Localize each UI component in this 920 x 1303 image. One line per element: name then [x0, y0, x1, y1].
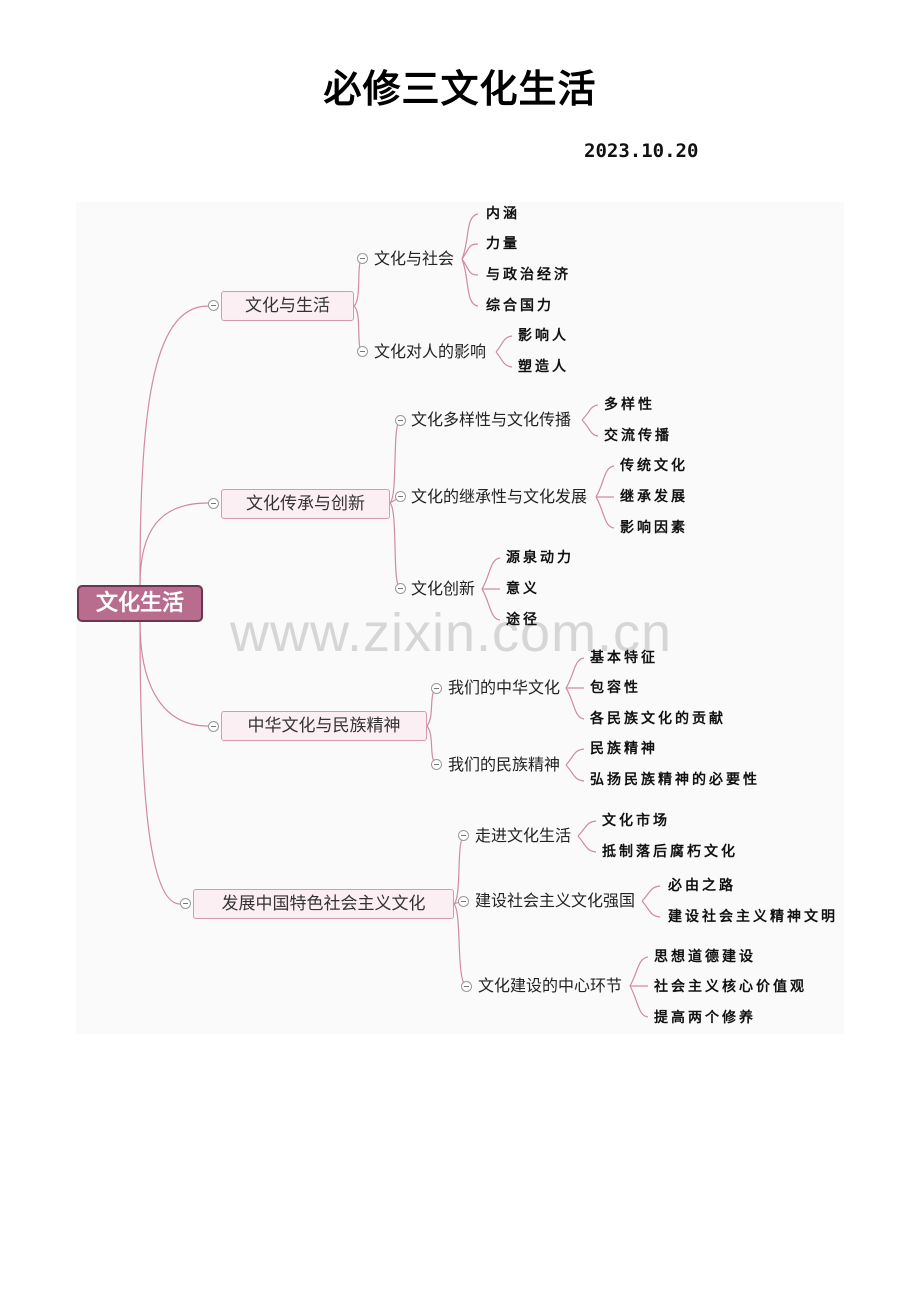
leaf-node: 内涵 [486, 206, 520, 222]
leaf-node: 弘扬民族精神的必要性 [590, 772, 760, 788]
leaf-node: 继承发展 [620, 489, 688, 505]
collapse-icon[interactable] [431, 683, 442, 694]
collapse-icon[interactable] [458, 830, 469, 841]
subtopic-node[interactable]: 走进文化生活 [475, 826, 572, 845]
leaf-node: 途径 [506, 612, 540, 628]
document-title: 必修三文化生活 [323, 67, 597, 111]
collapse-icon[interactable] [208, 721, 219, 732]
subtopic-node[interactable]: 文化对人的影响 [374, 342, 487, 361]
leaf-node: 必由之路 [668, 878, 736, 894]
collapse-icon[interactable] [458, 896, 469, 907]
collapse-icon[interactable] [180, 898, 191, 909]
subtopic-node[interactable]: 我们的民族精神 [448, 755, 561, 774]
root-node[interactable]: 文化生活 [77, 585, 203, 622]
subtopic-node[interactable]: 文化创新 [411, 579, 476, 598]
collapse-icon[interactable] [395, 491, 406, 502]
watermark: www.zixin.com.cn [230, 603, 673, 663]
subtopic-node[interactable]: 建设社会主义文化强国 [475, 891, 636, 910]
leaf-node: 与政治经济 [486, 267, 571, 283]
leaf-node: 交流传播 [604, 428, 672, 444]
collapse-icon[interactable] [431, 759, 442, 770]
leaf-node: 源泉动力 [506, 550, 574, 566]
leaf-node: 影响人 [518, 328, 569, 344]
branch-node-culture-inheritance[interactable]: 文化传承与创新 [221, 489, 390, 519]
branch-node-chinese-culture[interactable]: 中华文化与民族精神 [221, 711, 427, 741]
leaf-node: 抵制落后腐朽文化 [602, 844, 738, 860]
subtopic-node[interactable]: 我们的中华文化 [448, 678, 561, 697]
leaf-node: 多样性 [604, 397, 655, 413]
collapse-icon[interactable] [461, 981, 472, 992]
leaf-node: 意义 [506, 581, 540, 597]
collapse-icon[interactable] [208, 498, 219, 509]
collapse-icon[interactable] [357, 346, 368, 357]
subtopic-node[interactable]: 文化建设的中心环节 [478, 976, 623, 995]
branch-node-socialist-culture[interactable]: 发展中国特色社会主义文化 [193, 889, 454, 919]
leaf-node: 影响因素 [620, 520, 688, 536]
leaf-node: 塑造人 [518, 359, 569, 375]
subtopic-node[interactable]: 文化与社会 [374, 249, 455, 268]
document-date: 2023.10.20 [584, 140, 699, 162]
subtopic-node[interactable]: 文化的继承性与文化发展 [411, 487, 588, 506]
leaf-node: 包容性 [590, 680, 641, 696]
leaf-node: 基本特征 [590, 650, 658, 666]
collapse-icon[interactable] [395, 415, 406, 426]
collapse-icon[interactable] [357, 253, 368, 264]
subtopic-node[interactable]: 文化多样性与文化传播 [411, 410, 572, 429]
leaf-node: 各民族文化的贡献 [590, 711, 726, 727]
leaf-node: 提高两个修养 [654, 1010, 756, 1026]
leaf-node: 传统文化 [620, 458, 688, 474]
leaf-node: 思想道德建设 [654, 949, 756, 965]
leaf-node: 文化市场 [602, 813, 670, 829]
branch-node-culture-and-life[interactable]: 文化与生活 [221, 291, 354, 321]
leaf-node: 民族精神 [590, 741, 658, 757]
leaf-node: 综合国力 [486, 298, 554, 314]
leaf-node: 力量 [486, 236, 520, 252]
collapse-icon[interactable] [208, 300, 219, 311]
leaf-node: 建设社会主义精神文明 [668, 909, 838, 925]
collapse-icon[interactable] [395, 583, 406, 594]
leaf-node: 社会主义核心价值观 [654, 979, 807, 995]
